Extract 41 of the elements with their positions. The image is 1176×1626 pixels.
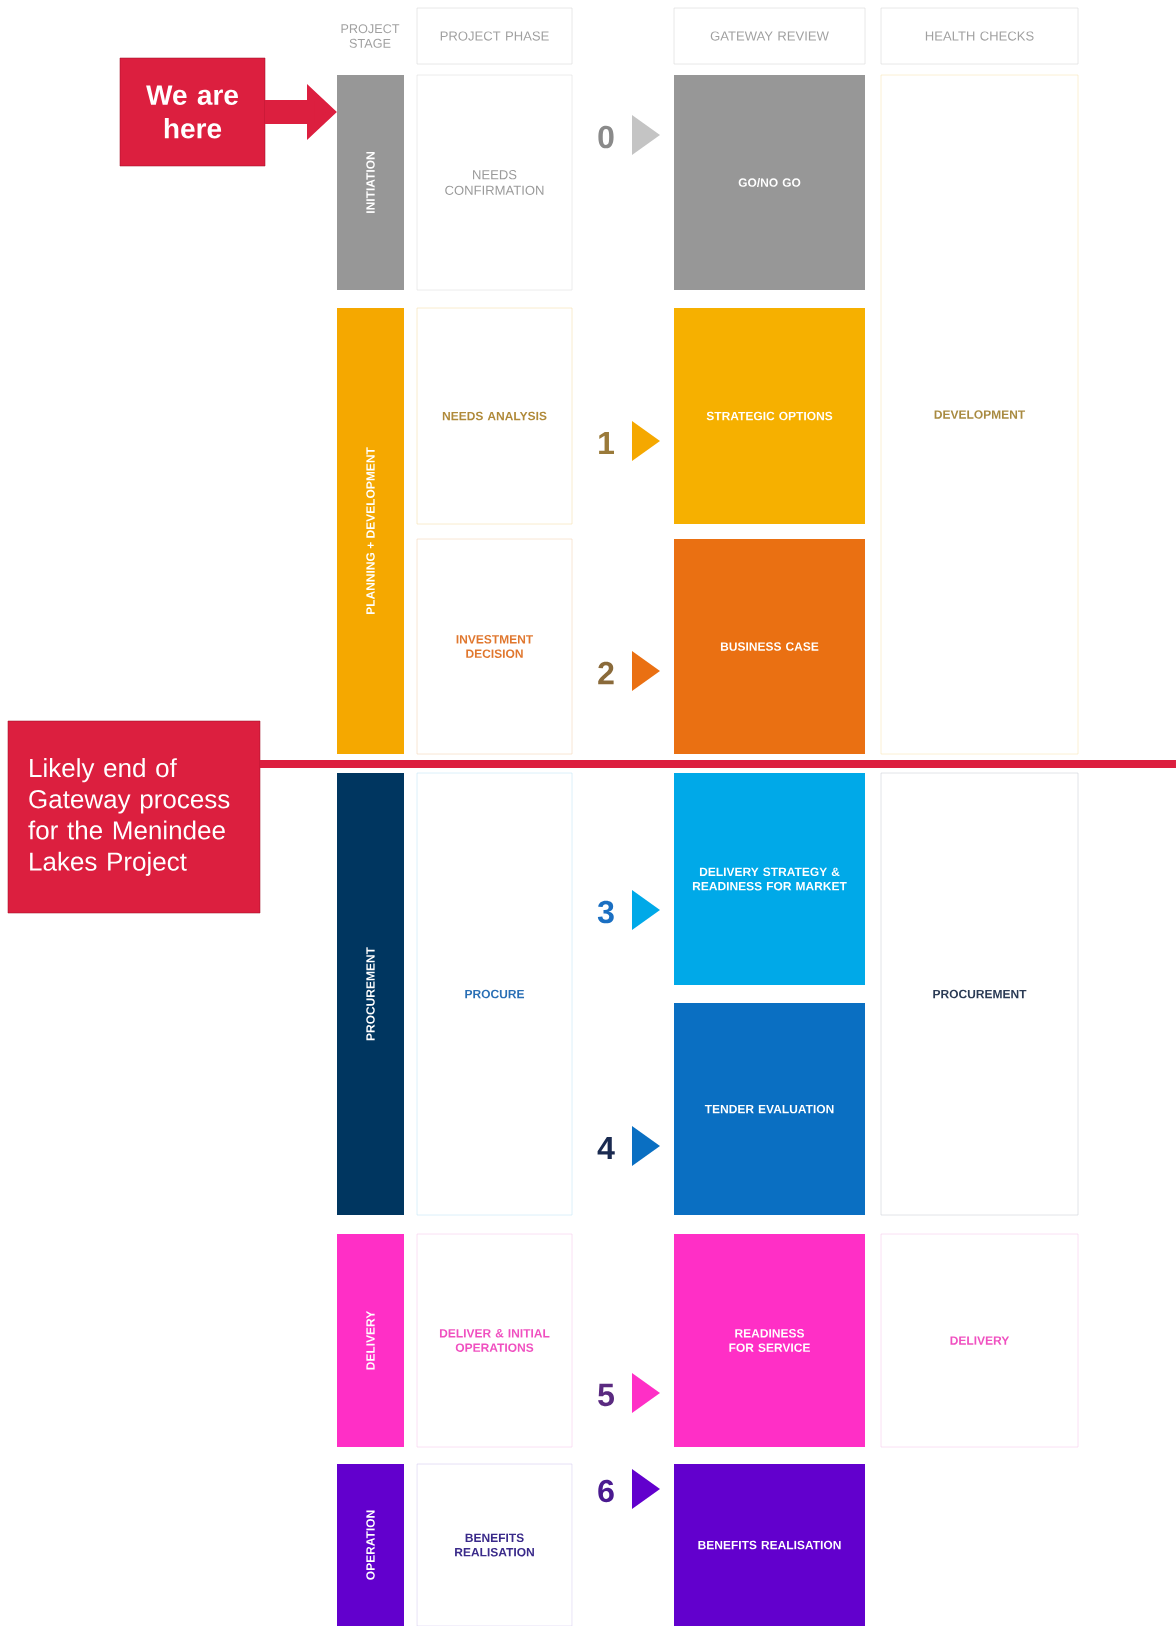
gateway-box: BENEFITS REALISATION [674, 1464, 865, 1626]
phase-box: PROCURE [416, 772, 573, 1216]
callout-box: Likely end of Gateway process for the Menindee Lakes Project [7, 720, 261, 914]
gateway-box: BUSINESS CASE [674, 539, 865, 754]
chevron-arrow [632, 1126, 660, 1166]
gate-number: 5 [598, 1383, 614, 1407]
health-check-box: DELIVERY [880, 1233, 1079, 1448]
health-check-box: DEVELOPMENT [880, 74, 1079, 755]
stage-bar: DELIVERY [337, 1234, 404, 1447]
gate-number: 0 [598, 125, 614, 149]
phase-box: NEEDS ANALYSIS [416, 307, 573, 525]
chevron-arrow [632, 1469, 660, 1509]
gateway-box: GO/NO GO [674, 75, 865, 290]
stage-bar: INITIATION [337, 75, 404, 290]
gateway-box: STRATEGIC OPTIONS [674, 308, 865, 524]
stage-bar: PROCUREMENT [337, 773, 404, 1215]
column-header: HEALTH CHECKS [880, 7, 1079, 65]
column-label: PROJECT STAGE [341, 24, 400, 48]
chevron-arrow [632, 421, 660, 461]
gate-number: 1 [599, 432, 614, 454]
chevron-arrow [632, 115, 660, 155]
column-header: GATEWAY REVIEW [673, 7, 866, 65]
phase-box: INVESTMENT DECISION [416, 538, 573, 755]
gate-number: 3 [597, 900, 614, 924]
chevron-arrow [632, 651, 660, 691]
stage-bar: OPERATION [337, 1464, 404, 1626]
phase-box: DELIVER & INITIAL OPERATIONS [416, 1233, 573, 1448]
phase-box: NEEDS CONFIRMATION [416, 74, 573, 291]
callout-box: We are here [119, 57, 266, 167]
chevron-arrow [632, 1373, 660, 1413]
stage-bar: PLANNING + DEVELOPMENT [337, 308, 404, 754]
health-check-box: PROCUREMENT [880, 772, 1079, 1216]
gateway-box: TENDER EVALUATION [674, 1003, 865, 1215]
column-header: PROJECT PHASE [416, 7, 573, 65]
gate-number: 2 [598, 661, 614, 685]
chevron-arrow [632, 890, 660, 930]
gateway-box: READINESS FOR SERVICE [674, 1234, 865, 1447]
gateway-box: DELIVERY STRATEGY & READINESS FOR MARKET [674, 773, 865, 985]
phase-box: BENEFITS REALISATION [416, 1463, 573, 1626]
gate-number: 4 [597, 1137, 615, 1159]
gate-number: 6 [598, 1479, 614, 1503]
